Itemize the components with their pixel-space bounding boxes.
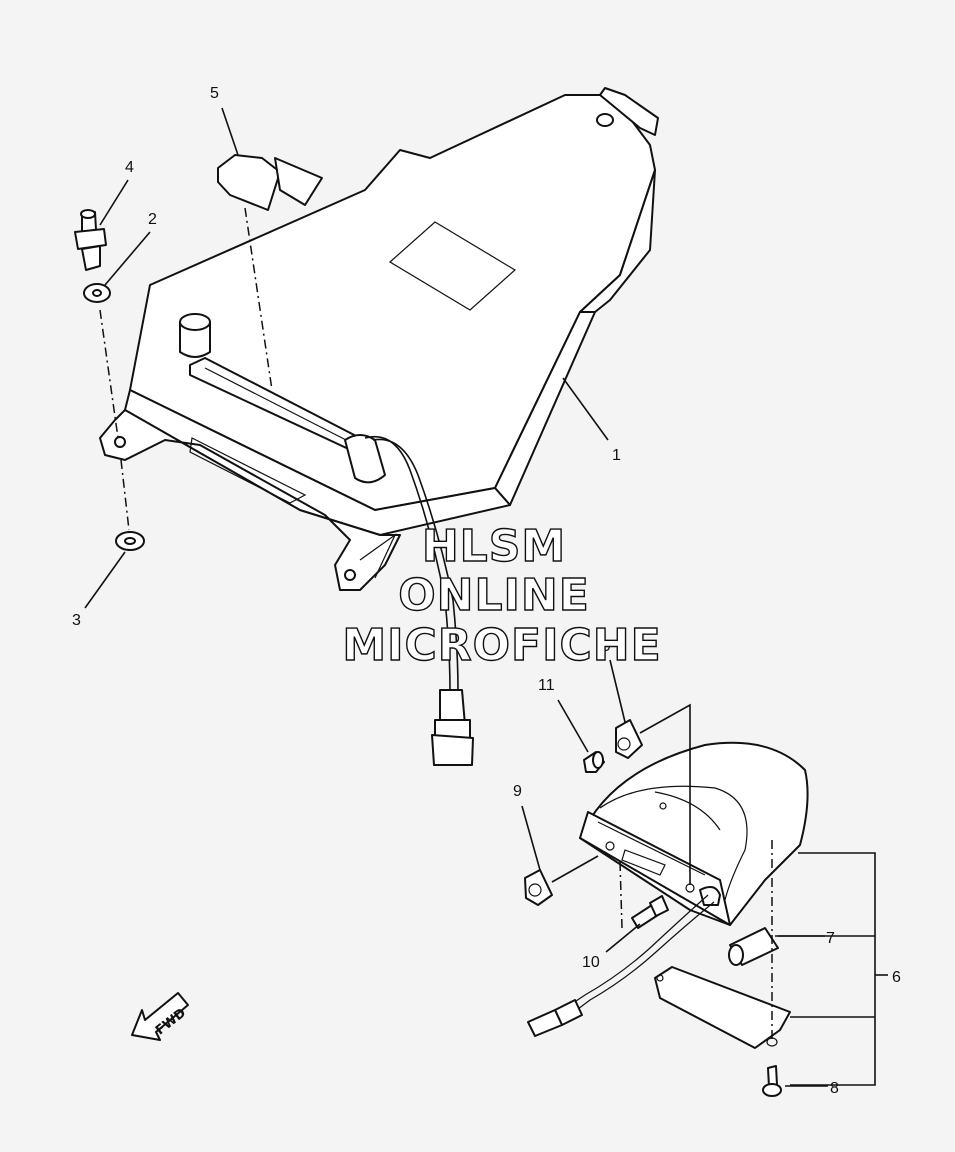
part-8-screw[interactable] bbox=[762, 1065, 782, 1097]
dash-10 bbox=[619, 861, 623, 929]
leader-9-upper bbox=[609, 659, 626, 723]
dash-5 bbox=[244, 207, 273, 391]
part-11-cap[interactable] bbox=[583, 751, 605, 773]
callout-4: 4 bbox=[125, 159, 134, 176]
callout-9-lower: 9 bbox=[513, 783, 522, 800]
capacitor bbox=[179, 313, 386, 484]
part-9-nut-lower[interactable] bbox=[524, 869, 553, 906]
part-2-washer[interactable] bbox=[83, 283, 111, 303]
dash-2 bbox=[99, 309, 119, 439]
leader-4 bbox=[99, 179, 129, 226]
leader-1 bbox=[562, 377, 609, 441]
leader-11 bbox=[557, 699, 589, 753]
leader-5 bbox=[221, 107, 239, 156]
callout-1: 1 bbox=[612, 447, 621, 464]
callout-6: 6 bbox=[892, 969, 901, 986]
leader-3 bbox=[84, 551, 126, 609]
watermark: HLSM ONLINE MICROFICHE bbox=[342, 520, 662, 671]
part-3-washer[interactable] bbox=[115, 531, 145, 551]
watermark-line-2: ONLINE bbox=[398, 570, 590, 621]
part-5-clip[interactable] bbox=[217, 154, 323, 211]
watermark-line-3: MICROFICHE bbox=[342, 620, 661, 671]
wire-lead bbox=[364, 436, 474, 766]
watermark-line-1: HLSM bbox=[422, 521, 566, 572]
taillight-gasket bbox=[654, 966, 791, 1049]
callout-8: 8 bbox=[830, 1080, 839, 1097]
callout-3: 3 bbox=[72, 612, 81, 629]
taillight-connector bbox=[527, 999, 583, 1037]
bracket-6 bbox=[790, 852, 876, 1086]
part-6-taillight[interactable] bbox=[579, 741, 809, 926]
callout-7: 7 bbox=[826, 930, 835, 947]
leader-2 bbox=[104, 231, 151, 286]
callout-5: 5 bbox=[210, 85, 219, 102]
part-9-nut-upper[interactable] bbox=[615, 719, 643, 759]
callout-2: 2 bbox=[148, 211, 157, 228]
callout-9-upper: 9 bbox=[602, 638, 611, 655]
part-4-pin[interactable] bbox=[74, 209, 107, 271]
callout-11: 11 bbox=[538, 677, 555, 694]
fwd-arrow-icon: FWD bbox=[131, 992, 189, 1041]
leader-10 bbox=[605, 923, 641, 953]
part-7-bulb[interactable] bbox=[728, 927, 779, 966]
dash-3 bbox=[120, 459, 130, 531]
taillight-lead bbox=[569, 894, 709, 1006]
part-10-bolt[interactable] bbox=[631, 895, 669, 929]
callout-10: 10 bbox=[582, 954, 600, 971]
leader-9-lower bbox=[521, 805, 541, 871]
